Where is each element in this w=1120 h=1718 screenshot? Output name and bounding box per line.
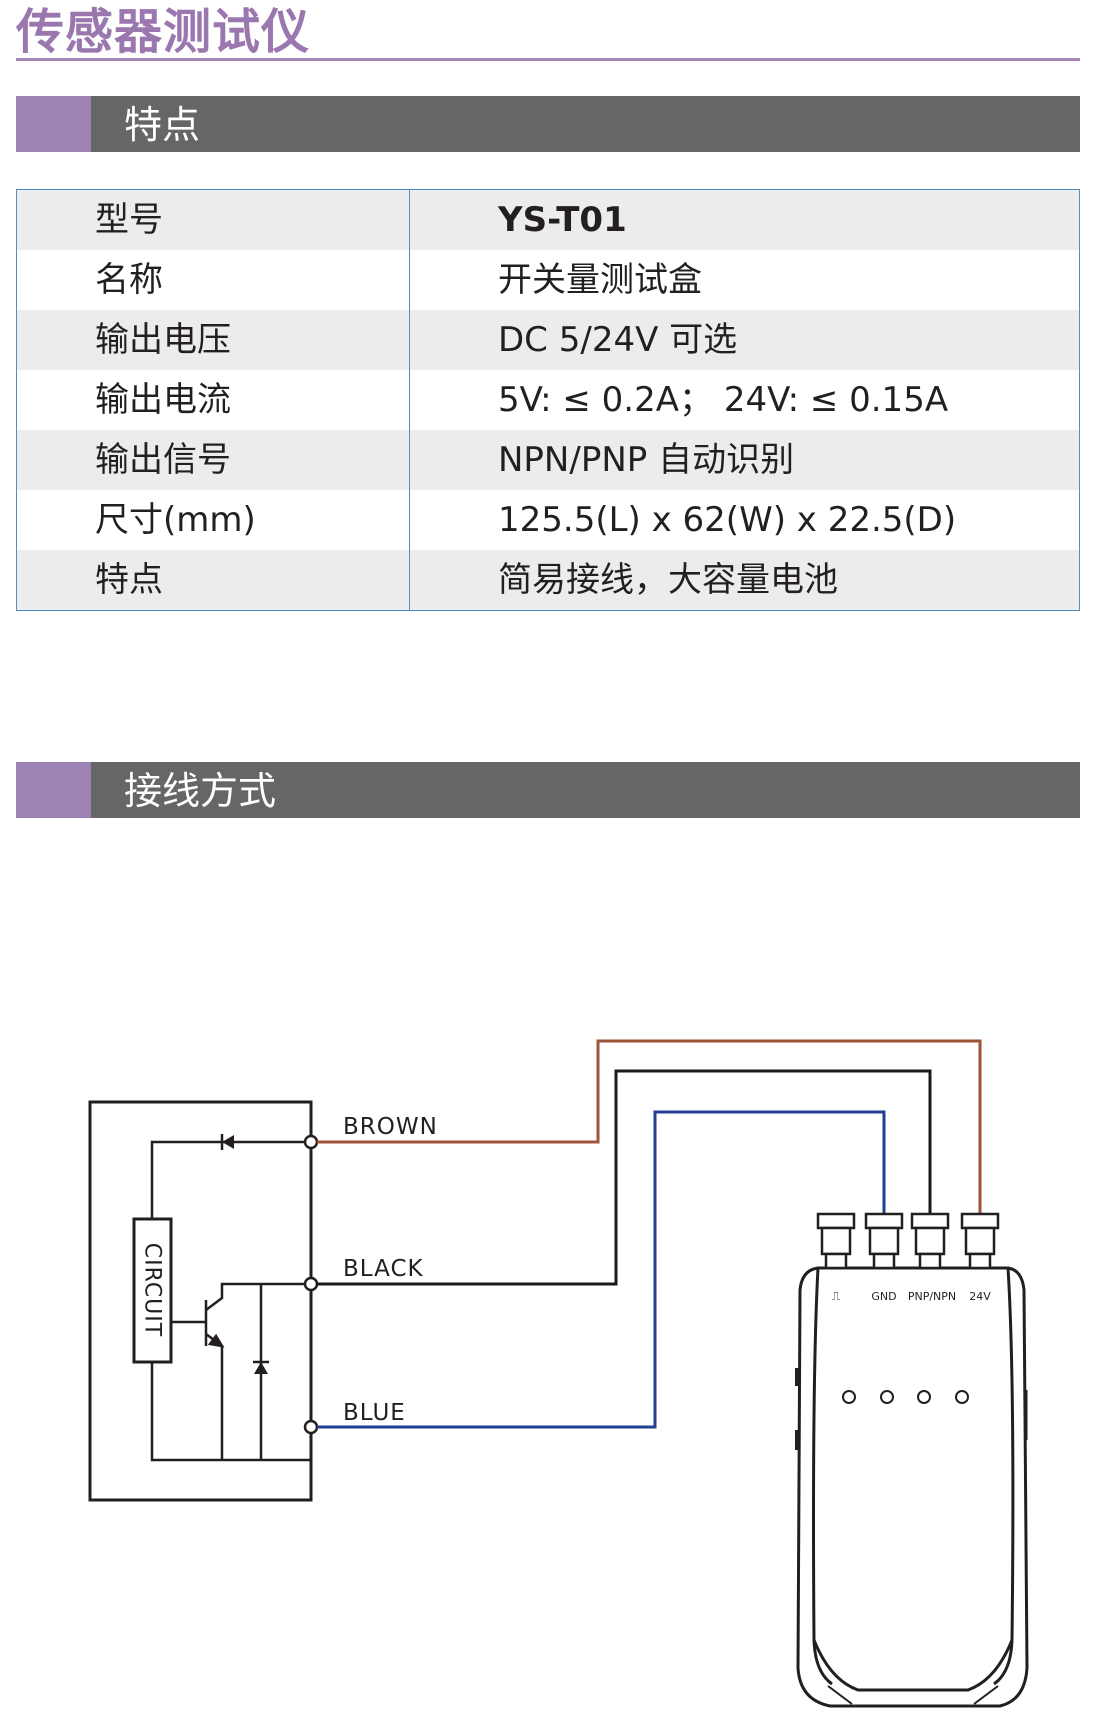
table-row: 名称 开关量测试盒: [16, 250, 1080, 310]
wiring-diagram: CIRCUIT BROWN BLACK BLUE: [88, 1039, 1029, 1708]
connector: [816, 1212, 856, 1270]
wire-black: [317, 1069, 932, 1286]
sensor-box: [88, 1100, 313, 1502]
terminal-label-24v: 24V: [969, 1290, 991, 1303]
indicator-led: [917, 1390, 931, 1404]
table-row: 输出电流 5V: ≤ 0.2A； 24V: ≤ 0.15A: [16, 370, 1080, 430]
spec-value: 125.5(L) x 62(W) x 22.5(D): [409, 490, 1080, 550]
diode-icon: [220, 1134, 234, 1150]
table-row: 输出电压 DC 5/24V 可选: [16, 310, 1080, 370]
spec-key: 输出电流: [16, 370, 410, 430]
section-accent: [16, 762, 91, 818]
spec-value: 开关量测试盒: [409, 250, 1080, 310]
spec-key: 输出电压: [16, 310, 410, 370]
table-row: 特点 简易接线，大容量电池: [16, 550, 1080, 611]
terminal-label-signal: ⎍: [832, 1289, 841, 1303]
table-row: 尺寸(mm) 125.5(L) x 62(W) x 22.5(D): [16, 490, 1080, 550]
table-row: 输出信号 NPN/PNP 自动识别: [16, 430, 1080, 490]
spec-table: 型号 YS-T01 名称 开关量测试盒 输出电压 DC 5/24V 可选 输出电…: [16, 189, 1080, 611]
spec-value: DC 5/24V 可选: [409, 310, 1080, 370]
terminal-node: [303, 1276, 319, 1292]
terminal-label-pnp-npn: PNP/NPN: [908, 1290, 956, 1303]
spec-key: 输出信号: [16, 430, 410, 490]
indicator-led: [955, 1390, 969, 1404]
section-accent: [16, 96, 91, 152]
spec-value: 简易接线，大容量电池: [409, 550, 1080, 611]
circuit-block: [132, 1217, 173, 1364]
wire-brown: [317, 1039, 982, 1214]
spec-key: 名称: [16, 250, 410, 310]
tester-device: [795, 1266, 1029, 1708]
internal-ground-line: [150, 1362, 311, 1462]
connector: [910, 1212, 950, 1270]
terminal-label-gnd: GND: [871, 1290, 896, 1303]
title-rule: [16, 58, 1080, 61]
spec-value: YS-T01: [409, 189, 1080, 250]
table-row: 型号 YS-T01: [16, 189, 1080, 250]
spec-key: 特点: [16, 550, 410, 611]
spec-value: 5V: ≤ 0.2A； 24V: ≤ 0.15A: [409, 370, 1080, 430]
section-header-wiring: 接线方式: [16, 762, 1080, 818]
indicator-led: [842, 1390, 856, 1404]
connector: [864, 1212, 904, 1270]
circuit-label: CIRCUIT: [140, 1243, 165, 1337]
connector: [960, 1212, 1000, 1270]
wire-label-brown: BROWN: [343, 1114, 438, 1140]
zener-icon: [253, 1360, 269, 1374]
spec-key: 型号: [16, 189, 410, 250]
internal-supply-line: [150, 1140, 311, 1219]
spec-key: 尺寸(mm): [16, 490, 410, 550]
page-title: 传感器测试仪: [16, 4, 311, 60]
spec-value: NPN/PNP 自动识别: [409, 430, 1080, 490]
terminal-node: [303, 1134, 319, 1150]
indicator-led: [880, 1390, 894, 1404]
transistor-icon: [171, 1282, 311, 1460]
wire-label-black: BLACK: [343, 1256, 424, 1282]
section-title-wiring: 接线方式: [124, 769, 277, 813]
wire-label-blue: BLUE: [343, 1400, 406, 1426]
terminal-node: [303, 1419, 319, 1435]
section-header-features: 特点: [16, 96, 1080, 152]
wire-blue: [317, 1110, 886, 1429]
section-title-features: 特点: [124, 103, 201, 147]
